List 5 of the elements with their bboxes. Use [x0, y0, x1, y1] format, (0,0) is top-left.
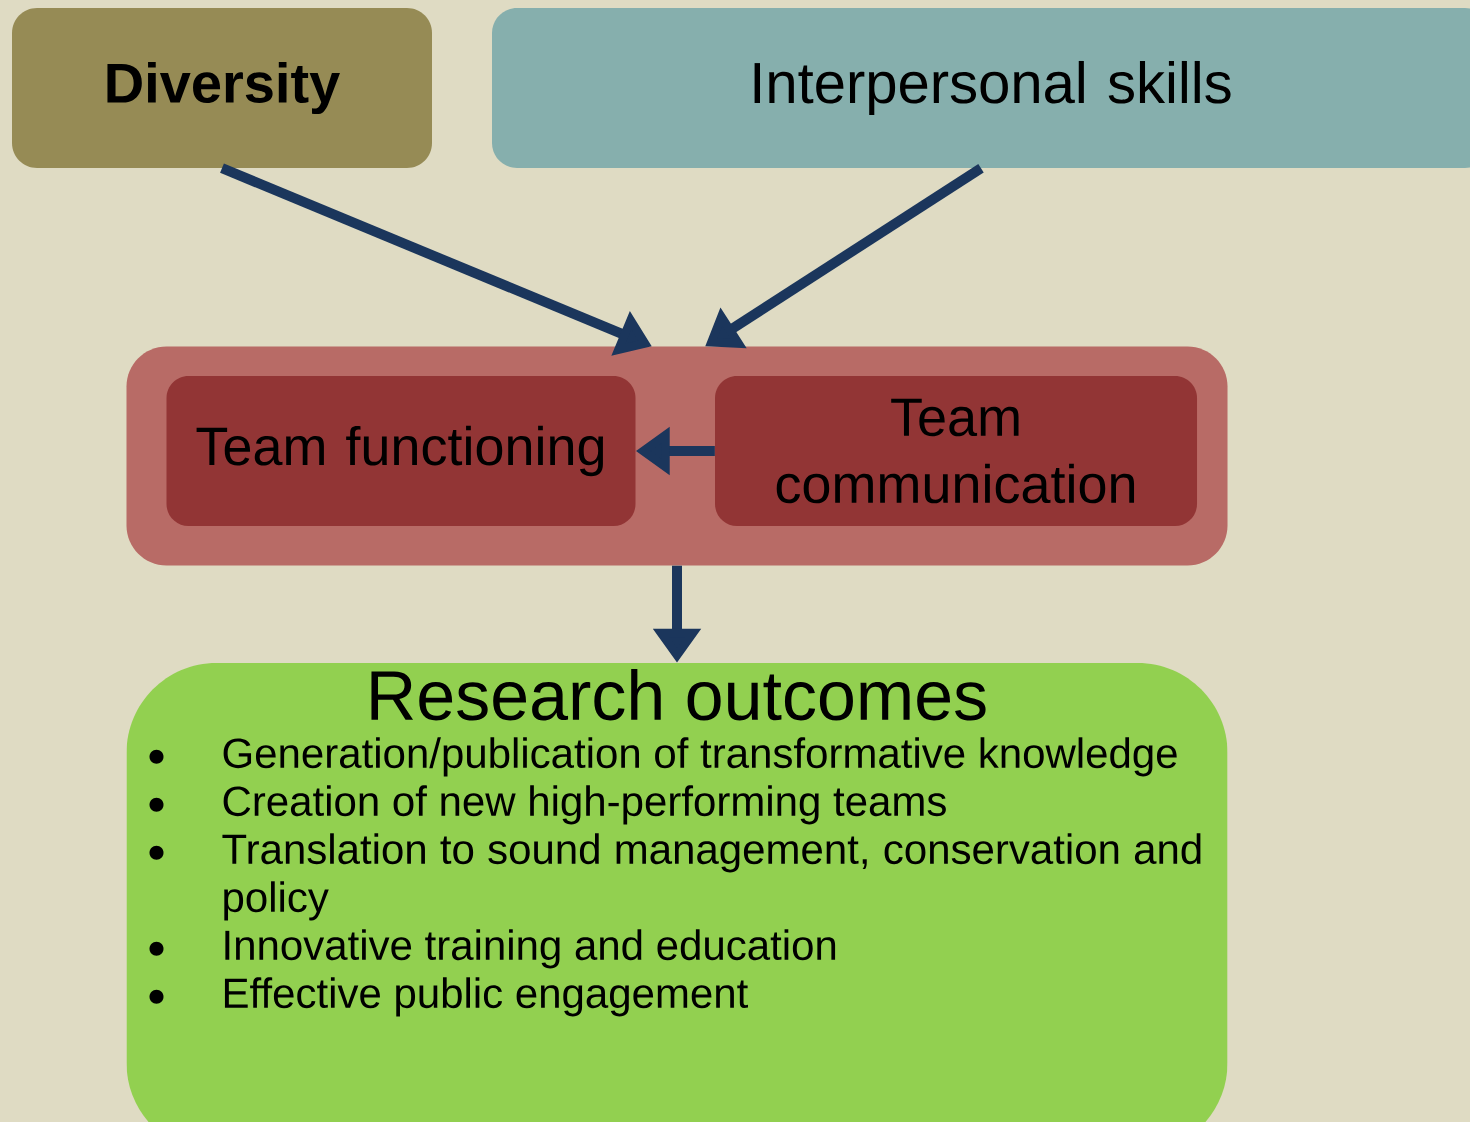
outcome-box: Research outcomes Generation/publication of transformative knowledge Creation of new high-performing teams Translation to sound management, conservation and policy Innovative training and education Effective public engagement: [126, 663, 1228, 1122]
process-box: Team functioning: [166, 376, 636, 526]
factor-box: Diversity: [12, 8, 432, 168]
process-box: Team communication: [715, 376, 1197, 526]
factor-box: Interpersonal skills: [492, 8, 1470, 168]
